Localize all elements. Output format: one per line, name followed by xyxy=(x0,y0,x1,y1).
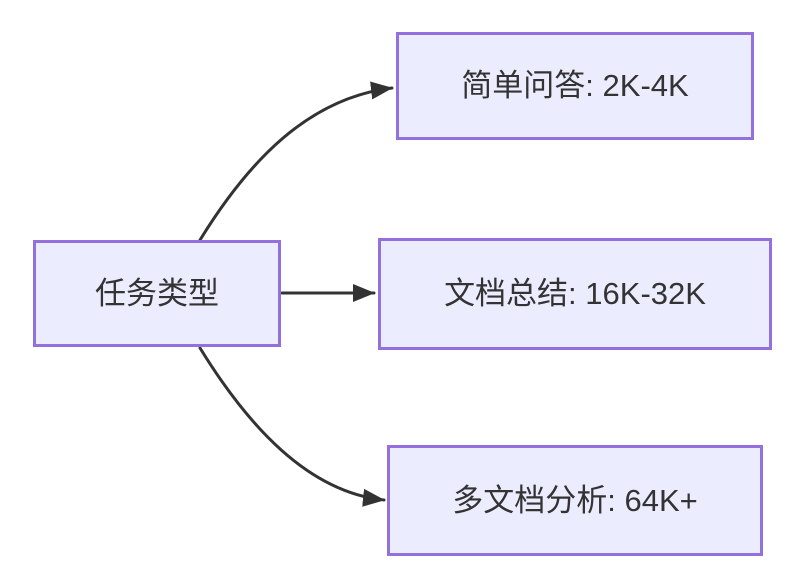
node-doc-summary-label: 文档总结: 16K-32K xyxy=(444,276,706,312)
edge-source-to-target1 xyxy=(198,81,394,242)
edge-source-to-target3 xyxy=(198,346,386,507)
node-task-type: 任务类型 xyxy=(33,240,281,347)
node-simple-qa: 简单问答: 2K-4K xyxy=(396,32,754,140)
node-task-type-label: 任务类型 xyxy=(95,275,219,311)
node-doc-summary: 文档总结: 16K-32K xyxy=(378,238,772,350)
node-multi-doc-analysis-label: 多文档分析: 64K+ xyxy=(452,482,698,518)
node-multi-doc-analysis: 多文档分析: 64K+ xyxy=(387,445,763,556)
node-simple-qa-label: 简单问答: 2K-4K xyxy=(461,68,689,104)
